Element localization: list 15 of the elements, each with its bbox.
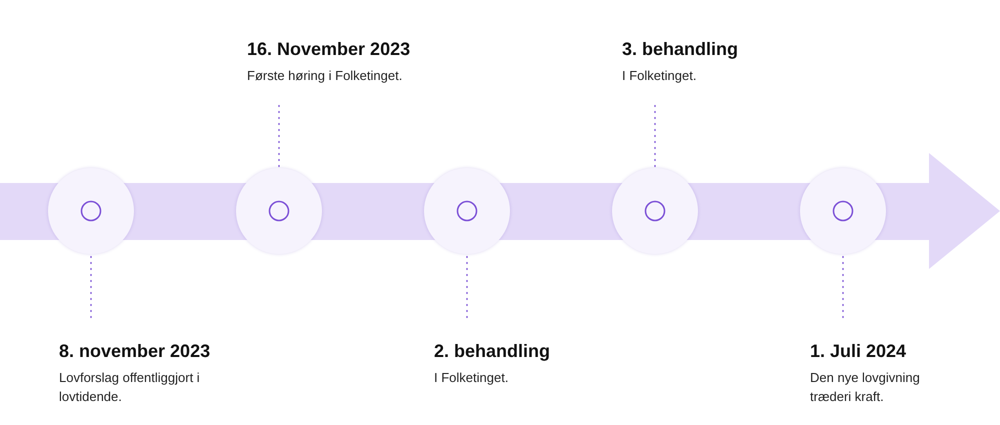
leader-line (466, 254, 468, 318)
leader-line (278, 105, 280, 168)
milestone-description: Første høring i Folketinget. (247, 67, 404, 85)
milestone-description: Lovforslag offentliggjort i lovtidende. (59, 369, 201, 406)
milestone-description: I Folketinget. (434, 369, 510, 387)
milestone-date: 8. november 2023 (59, 340, 212, 362)
milestone-date: 16. November 2023 (247, 38, 412, 60)
milestone-date: 2. behandling (434, 340, 552, 362)
milestone-date: 3. behandling (622, 38, 740, 60)
milestone-description: Den nye lovgivning træderi kraft. (810, 369, 921, 406)
leader-line (90, 254, 92, 318)
leader-line (842, 254, 844, 318)
leader-line (654, 105, 656, 168)
milestone-description: I Folketinget. (622, 67, 698, 85)
milestone-date: 1. Juli 2024 (810, 340, 908, 362)
